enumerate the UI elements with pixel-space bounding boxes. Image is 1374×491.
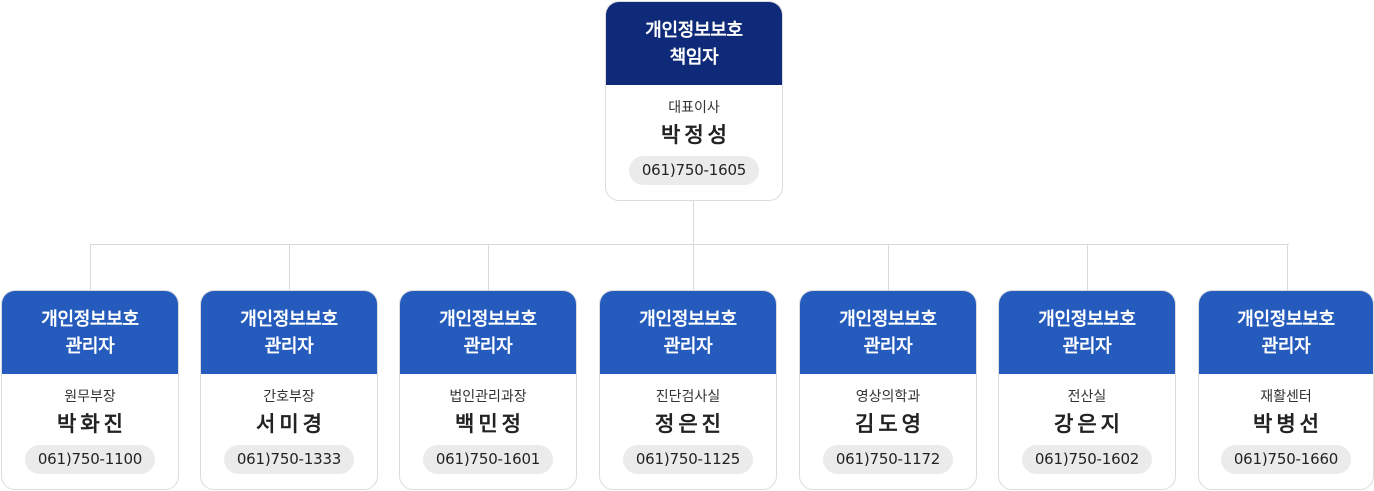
manager-card-5: 개인정보보호 관리자 영상의학과 김도영 061)750-1172 xyxy=(799,290,977,490)
manager-department: 법인관리과장 xyxy=(449,389,527,405)
manager-card-2: 개인정보보호 관리자 간호부장 서미경 061)750-1333 xyxy=(200,290,378,490)
manager-body: 간호부장 서미경 061)750-1333 xyxy=(201,374,377,474)
manager-phone: 061)750-1125 xyxy=(622,445,754,474)
manager-card-7: 개인정보보호 관리자 재활센터 박병선 061)750-1660 xyxy=(1198,290,1374,490)
manager-department: 원무부장 xyxy=(64,389,116,405)
chief-officer-title-line2: 책임자 xyxy=(669,46,719,68)
manager-body: 법인관리과장 백민정 061)750-1601 xyxy=(400,374,576,474)
manager-title-line2: 관리자 xyxy=(1261,335,1311,357)
manager-body: 전산실 강은지 061)750-1602 xyxy=(999,374,1175,474)
connector-drop-7 xyxy=(1287,244,1288,291)
manager-title-line1: 개인정보보호 xyxy=(639,308,737,330)
manager-phone: 061)750-1172 xyxy=(822,445,954,474)
chief-officer-body: 대표이사 박정성 061)750-1605 xyxy=(606,85,782,185)
connector-drop-3 xyxy=(488,244,489,291)
manager-header: 개인정보보호 관리자 xyxy=(400,291,576,374)
chief-officer-name: 박정성 xyxy=(661,123,731,147)
manager-card-3: 개인정보보호 관리자 법인관리과장 백민정 061)750-1601 xyxy=(399,290,577,490)
connector-horizontal xyxy=(90,244,1289,245)
manager-header: 개인정보보호 관리자 xyxy=(999,291,1175,374)
manager-card-4: 개인정보보호 관리자 진단검사실 정은진 061)750-1125 xyxy=(599,290,777,490)
manager-title-line1: 개인정보보호 xyxy=(439,308,537,330)
manager-title-line1: 개인정보보호 xyxy=(839,308,937,330)
manager-header: 개인정보보호 관리자 xyxy=(1199,291,1373,374)
manager-title-line1: 개인정보보호 xyxy=(240,308,338,330)
connector-trunk xyxy=(693,200,694,245)
manager-phone: 061)750-1100 xyxy=(24,445,156,474)
manager-card-6: 개인정보보호 관리자 전산실 강은지 061)750-1602 xyxy=(998,290,1176,490)
connector-drop-6 xyxy=(1087,244,1088,291)
manager-header: 개인정보보호 관리자 xyxy=(800,291,976,374)
manager-card-1: 개인정보보호 관리자 원무부장 박화진 061)750-1100 xyxy=(1,290,179,490)
manager-header: 개인정보보호 관리자 xyxy=(201,291,377,374)
chief-officer-phone: 061)750-1605 xyxy=(628,156,760,185)
chief-officer-card: 개인정보보호 책임자 대표이사 박정성 061)750-1605 xyxy=(605,1,783,201)
manager-department: 전산실 xyxy=(1067,389,1107,405)
manager-name: 김도영 xyxy=(855,412,925,436)
connector-drop-5 xyxy=(888,244,889,291)
manager-name: 정은진 xyxy=(655,412,725,436)
connector-drop-1 xyxy=(90,244,91,291)
manager-department: 진단검사실 xyxy=(655,389,721,405)
manager-phone: 061)750-1601 xyxy=(422,445,554,474)
manager-name: 서미경 xyxy=(256,412,326,436)
manager-phone: 061)750-1602 xyxy=(1021,445,1153,474)
chief-officer-header: 개인정보보호 책임자 xyxy=(606,2,782,85)
manager-title-line1: 개인정보보호 xyxy=(1237,308,1335,330)
manager-phone: 061)750-1660 xyxy=(1220,445,1352,474)
manager-name: 백민정 xyxy=(455,412,525,436)
manager-title-line2: 관리자 xyxy=(264,335,314,357)
manager-title-line2: 관리자 xyxy=(863,335,913,357)
manager-title-line1: 개인정보보호 xyxy=(1038,308,1136,330)
manager-title-line2: 관리자 xyxy=(463,335,513,357)
chief-officer-title-line1: 개인정보보호 xyxy=(645,19,743,41)
manager-name: 강은지 xyxy=(1054,412,1124,436)
chief-officer-position: 대표이사 xyxy=(668,100,720,116)
manager-department: 재활센터 xyxy=(1260,389,1312,405)
manager-body: 재활센터 박병선 061)750-1660 xyxy=(1199,374,1373,474)
manager-header: 개인정보보호 관리자 xyxy=(600,291,776,374)
manager-department: 영상의학과 xyxy=(855,389,921,405)
manager-department: 간호부장 xyxy=(263,389,315,405)
connector-drop-4 xyxy=(693,244,694,291)
manager-title-line2: 관리자 xyxy=(663,335,713,357)
manager-header: 개인정보보호 관리자 xyxy=(2,291,178,374)
manager-title-line1: 개인정보보호 xyxy=(41,308,139,330)
manager-body: 진단검사실 정은진 061)750-1125 xyxy=(600,374,776,474)
manager-body: 원무부장 박화진 061)750-1100 xyxy=(2,374,178,474)
manager-title-line2: 관리자 xyxy=(65,335,115,357)
manager-body: 영상의학과 김도영 061)750-1172 xyxy=(800,374,976,474)
manager-phone: 061)750-1333 xyxy=(223,445,355,474)
manager-name: 박병선 xyxy=(1253,412,1323,436)
connector-drop-2 xyxy=(289,244,290,291)
manager-name: 박화진 xyxy=(57,412,127,436)
manager-title-line2: 관리자 xyxy=(1062,335,1112,357)
